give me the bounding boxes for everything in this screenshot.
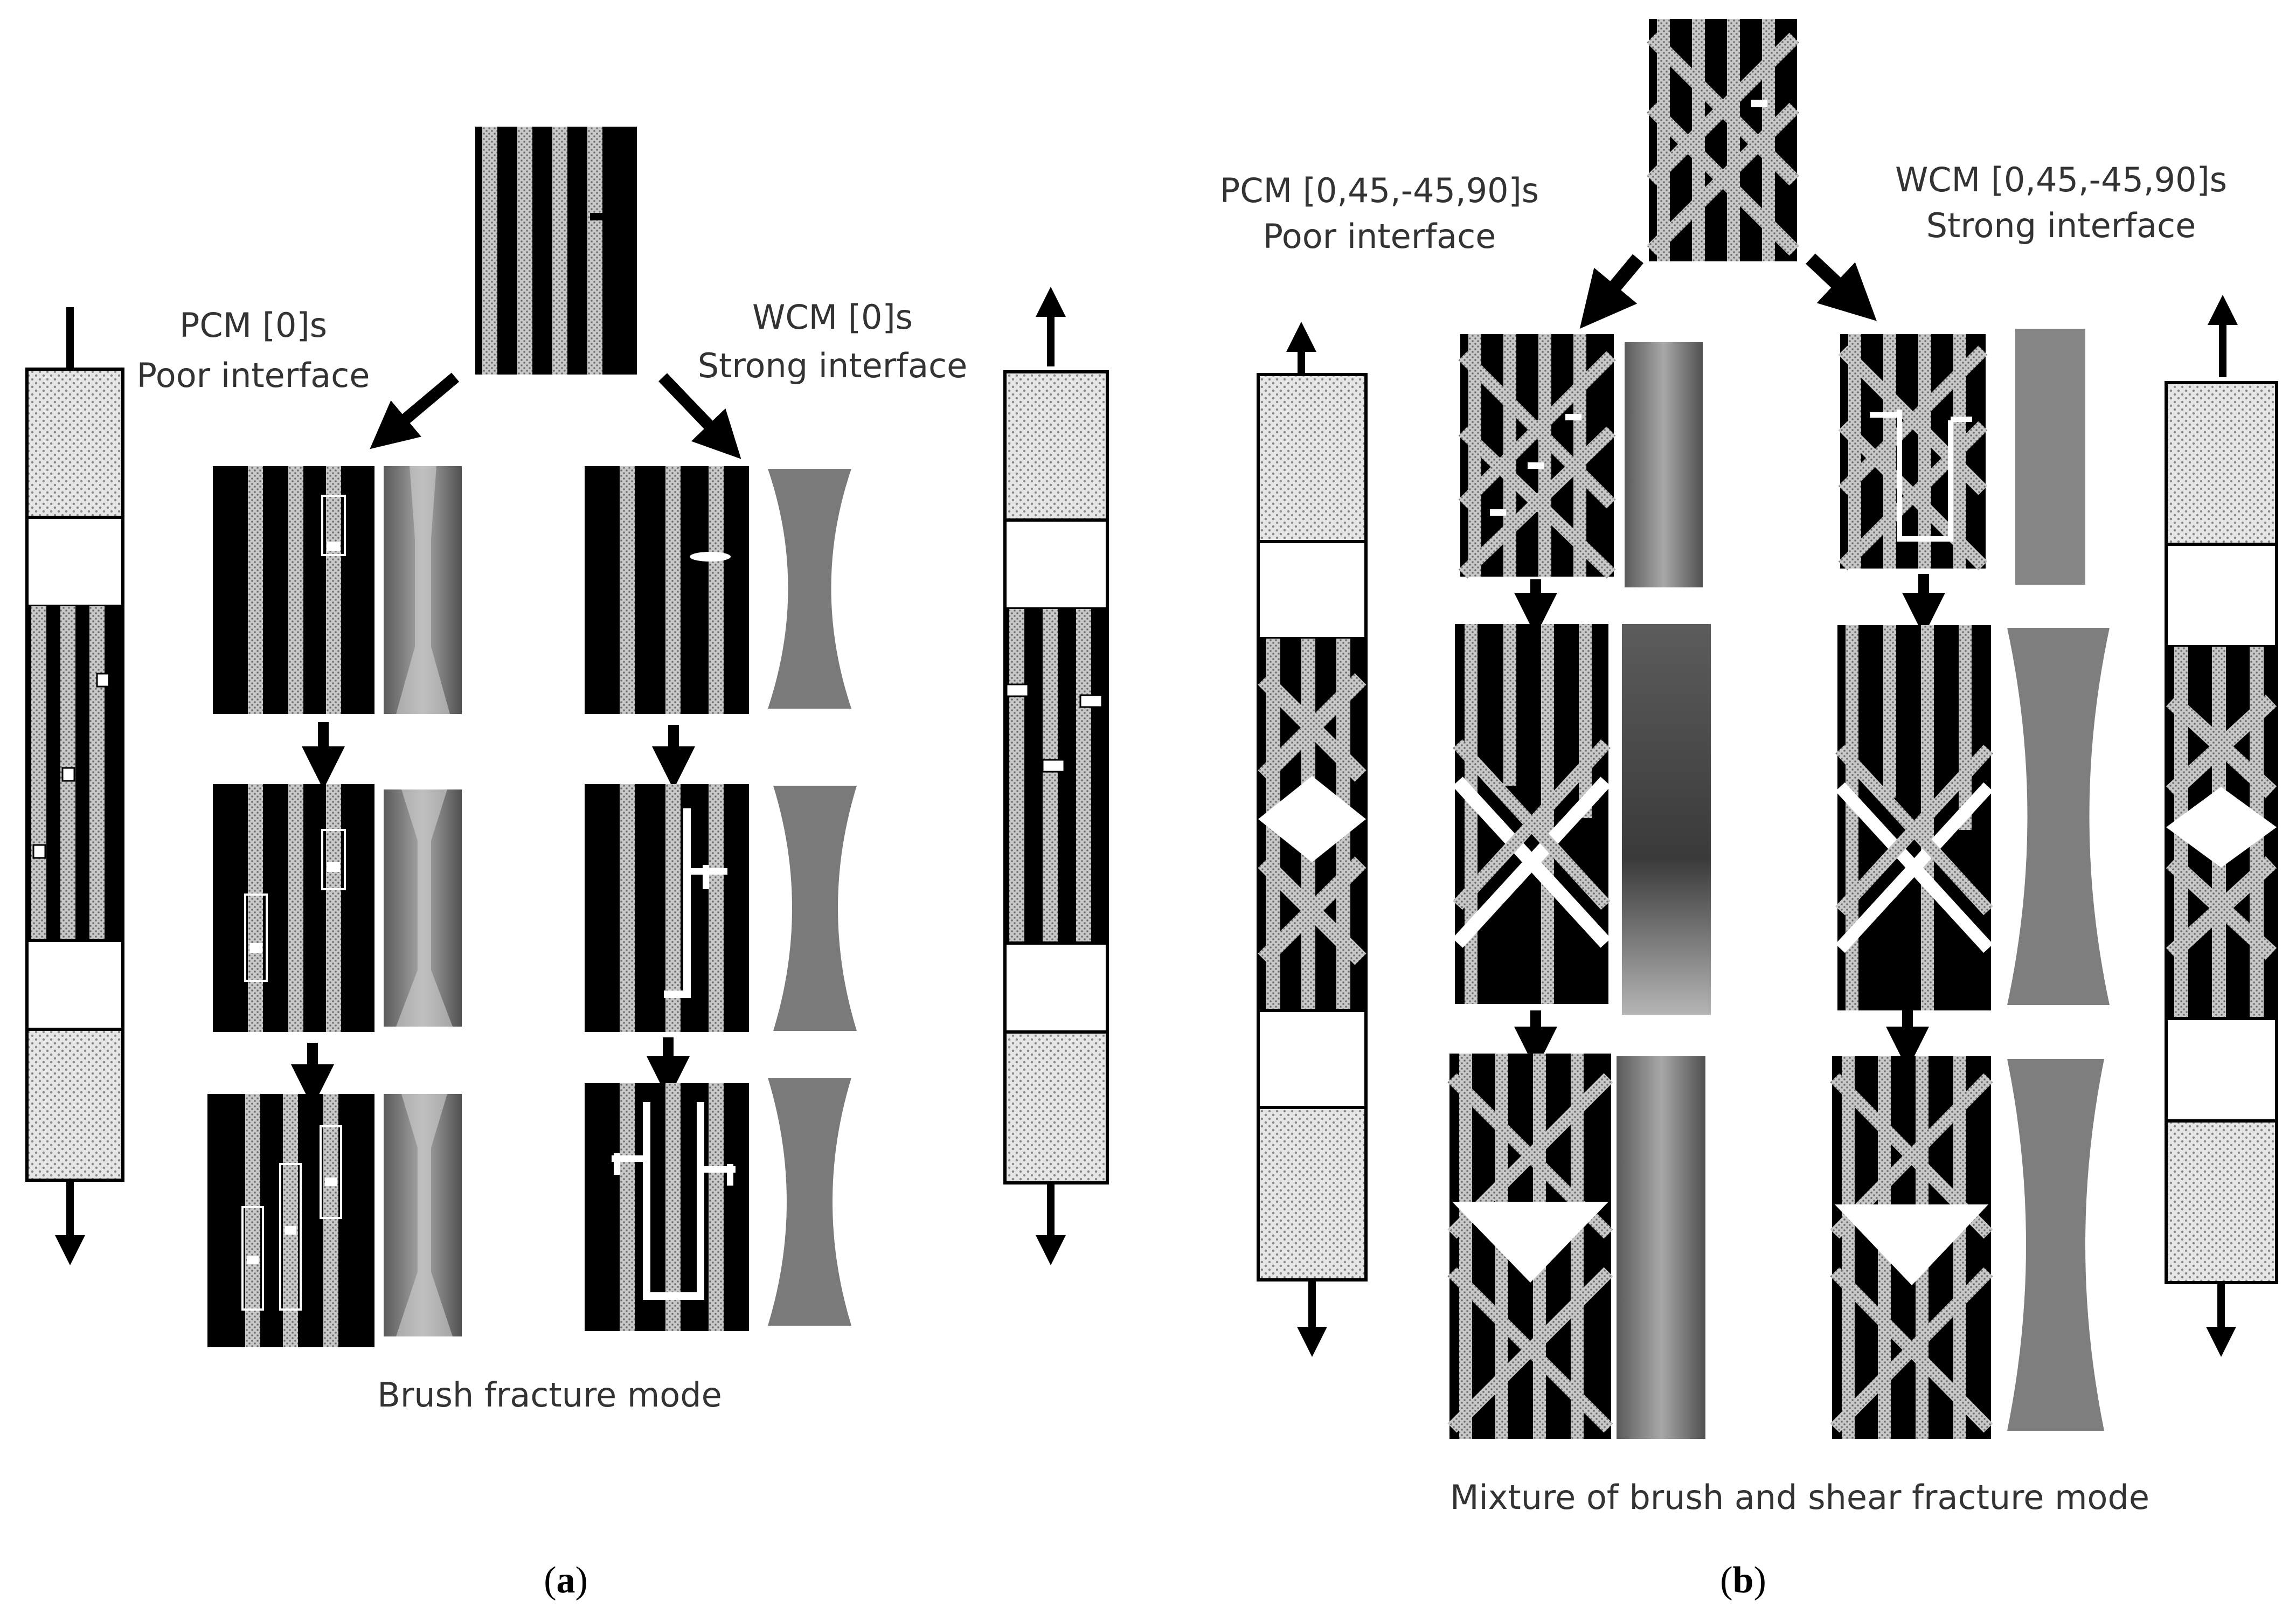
grip-tab	[25, 368, 124, 519]
wcm-0-stage-2	[585, 784, 749, 1032]
grip-tab	[1003, 370, 1109, 522]
branch-arrow-icon	[1806, 253, 1877, 321]
branch-arrow-icon	[1579, 254, 1643, 329]
panel-label-b: (b)	[1720, 1560, 1766, 1601]
branch-arrow-icon	[658, 373, 741, 459]
wcm-0-stage-3	[585, 1083, 749, 1331]
wcm-qi-layup-label: WCM [0,45,-45,90]s	[1895, 160, 2227, 199]
grip-tab	[1003, 1030, 1109, 1184]
pcm-qi-stage-3	[1447, 1054, 1613, 1439]
specimen-photo	[2015, 329, 2085, 585]
wcm-0-stage-1	[585, 466, 749, 714]
laminate-schematic-0	[475, 127, 637, 375]
wcm-qi-stage-2	[1835, 625, 1993, 1010]
panel-label-a: (a)	[544, 1560, 588, 1601]
right-specimen-wcm-0	[1003, 287, 1109, 1265]
left-specimen-pcm-qi	[1257, 322, 1368, 1357]
pcm-interface-label: Poor interface	[137, 356, 370, 395]
specimen-photo	[1622, 624, 1711, 1015]
pcm-qi-stage-2	[1452, 624, 1611, 1004]
grip-tab	[2165, 1119, 2278, 1284]
specimen-photo	[1617, 1056, 1705, 1439]
grip-tab	[2165, 381, 2278, 546]
pcm-0-stage-3	[207, 1094, 374, 1347]
grip-tab	[25, 1028, 124, 1182]
pcm-qi-stage-1	[1458, 334, 1616, 579]
grip-tab	[1257, 373, 1368, 543]
pcm-0-stage-2	[213, 784, 374, 1032]
wcm-interface-label: Strong interface	[698, 346, 968, 385]
grip-tab	[1257, 1106, 1368, 1281]
fracture-mode-caption: Mixture of brush and shear fracture mode	[1450, 1478, 2149, 1517]
pcm-0-stage-1	[213, 466, 374, 714]
pcm-qi-layup-label: PCM [0,45,-45,90]s	[1220, 171, 1539, 210]
pcm-qi-interface-label: Poor interface	[1263, 217, 1496, 256]
specimen-photo	[1625, 342, 1703, 587]
panel-b: PCM [0,45,-45,90]s Poor interface WCM [0…	[1220, 19, 2278, 1601]
laminate-schematic-qi	[1646, 19, 1800, 261]
left-specimen-pcm-0	[25, 307, 124, 1265]
pcm-layup-label: PCM [0]s	[179, 306, 327, 345]
wcm-layup-label: WCM [0]s	[752, 297, 913, 337]
wcm-qi-stage-1	[1838, 334, 1988, 571]
branch-arrow-icon	[370, 372, 460, 449]
right-specimen-wcm-qi	[2165, 295, 2278, 1357]
wcm-qi-stage-3	[1830, 1056, 1993, 1439]
fracture-mode-caption: Brush fracture mode	[377, 1375, 722, 1415]
panel-a: PCM [0]s Poor interface WCM [0]s Strong …	[25, 127, 1109, 1601]
wcm-qi-interface-label: Strong interface	[1926, 206, 2196, 245]
